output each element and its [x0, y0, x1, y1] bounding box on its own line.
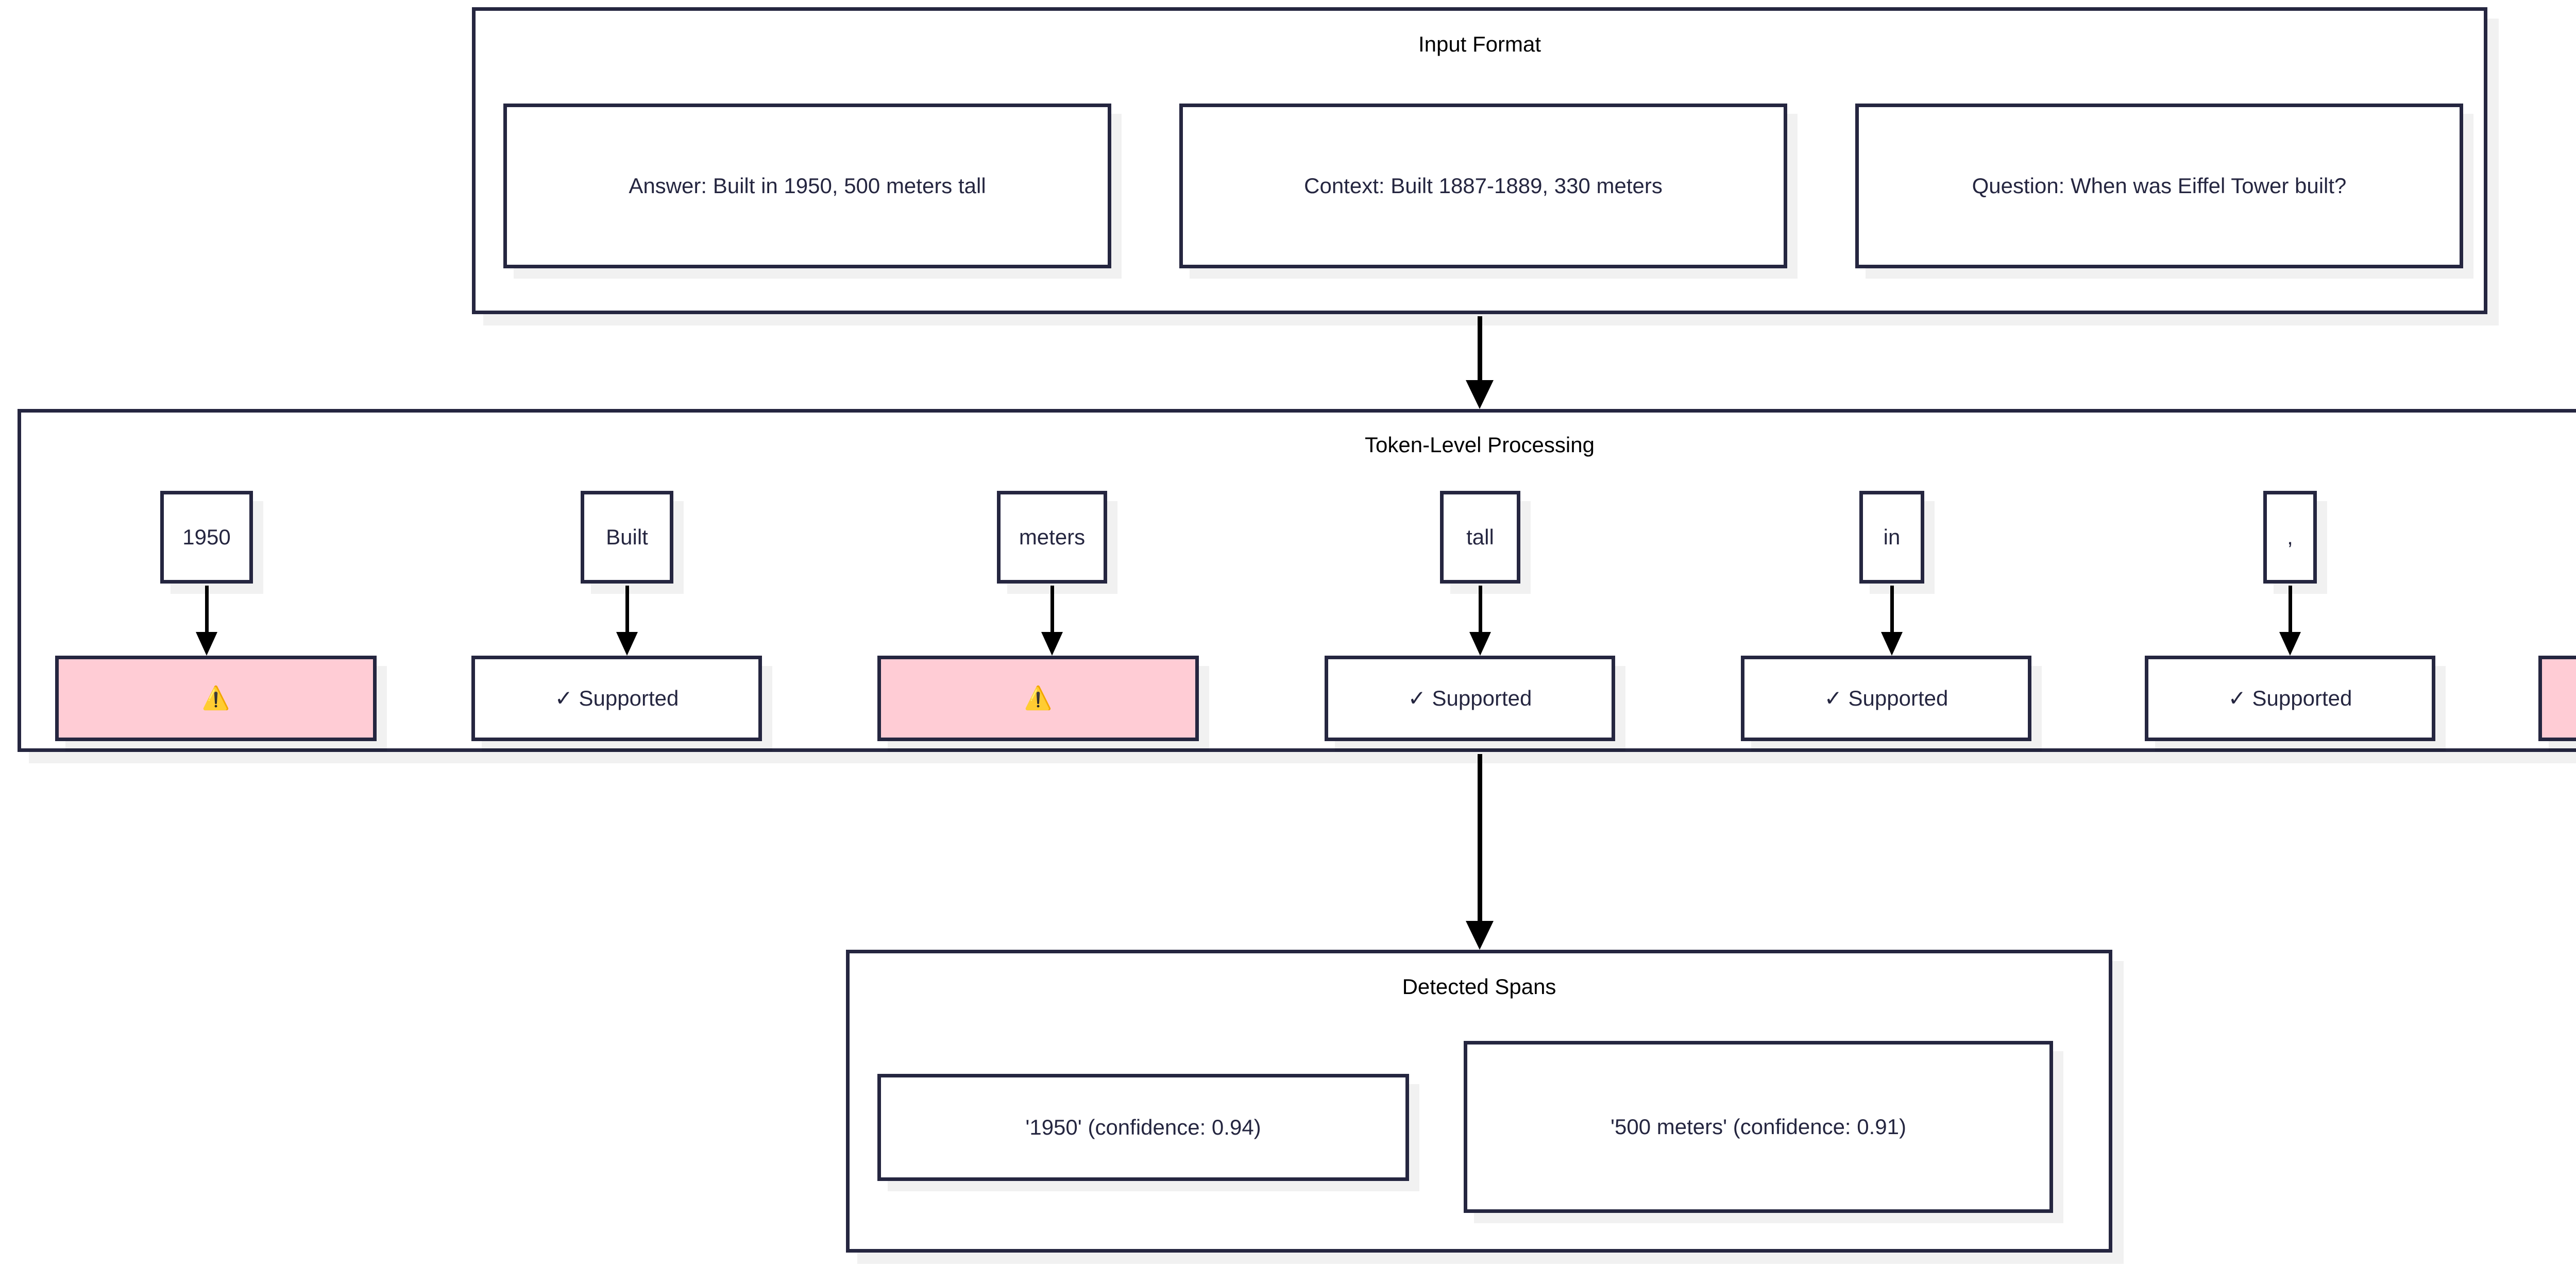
arrow-shaft [1477, 316, 1482, 383]
status-box-tall[interactable]: ✓ Supported [1325, 656, 1615, 741]
arrow-head [1466, 921, 1494, 950]
arrow-token-comma-to-status [2279, 586, 2301, 656]
detected-spans-title: Detected Spans [1402, 974, 1556, 999]
arrow-head [616, 632, 638, 656]
input-card-context[interactable]: Context: Built 1887-1889, 330 meters [1179, 104, 1787, 268]
arrow-token-in-to-status [1880, 586, 1903, 656]
arrow-shaft [1477, 754, 1482, 922]
token-label: meters [1019, 525, 1086, 550]
warning-icon: ⚠️ [201, 685, 230, 711]
arrow-shaft [2288, 586, 2292, 634]
arrow-head [196, 632, 217, 656]
arrow-token-built-to-status [616, 586, 638, 656]
input-format-container: Input Format Answer: Built in 1950, 500 … [472, 7, 2487, 314]
token-box-built[interactable]: Built [581, 491, 673, 584]
arrow-head [1041, 632, 1063, 656]
token-box-1950[interactable]: 1950 [160, 491, 253, 584]
status-label: ✓ Supported [2228, 686, 2352, 711]
status-box-comma[interactable]: ✓ Supported [2145, 656, 2435, 741]
arrow-shaft [1890, 586, 1894, 634]
span-card-1950[interactable]: '1950' (confidence: 0.94) [877, 1074, 1409, 1181]
arrow-head [1881, 632, 1903, 656]
detected-spans-container: Detected Spans '1950' (confidence: 0.94)… [846, 950, 2112, 1253]
status-box-built[interactable]: ✓ Supported [471, 656, 762, 741]
span-card-1950-label: '1950' (confidence: 0.94) [1025, 1115, 1261, 1140]
arrow-head [2279, 632, 2301, 656]
token-label: 1950 [182, 525, 231, 550]
span-card-500-meters[interactable]: '500 meters' (confidence: 0.91) [1464, 1041, 2053, 1213]
token-label: , [2287, 525, 2293, 550]
status-label: ✓ Supported [1824, 686, 1948, 711]
status-label: ✓ Supported [1408, 686, 1532, 711]
status-box-500[interactable]: ⚠️ [2538, 656, 2576, 741]
arrow-head [1466, 380, 1494, 409]
token-box-in[interactable]: in [1859, 491, 1924, 584]
token-processing-container: Token-Level Processing 1950 Built meters… [18, 409, 2576, 752]
arrow-token-meters-to-status [1041, 586, 1063, 656]
arrow-shaft [1478, 586, 1482, 634]
token-label: in [1883, 525, 1901, 550]
arrow-token-1950-to-status [195, 586, 218, 656]
arrow-shaft [205, 586, 209, 634]
token-box-tall[interactable]: tall [1440, 491, 1520, 584]
input-card-question[interactable]: Question: When was Eiffel Tower built? [1855, 104, 2463, 268]
arrow-tokens-to-spans [1465, 754, 1494, 950]
token-label: tall [1466, 525, 1494, 550]
status-box-1950[interactable]: ⚠️ [55, 656, 377, 741]
status-box-meters[interactable]: ⚠️ [877, 656, 1199, 741]
token-box-comma[interactable]: , [2263, 491, 2317, 584]
status-label: ✓ Supported [554, 686, 679, 711]
arrow-head [1469, 632, 1491, 656]
arrow-shaft [625, 586, 629, 634]
arrow-input-to-tokens [1465, 316, 1494, 409]
span-card-500-meters-label: '500 meters' (confidence: 0.91) [1610, 1115, 1906, 1139]
warning-icon: ⚠️ [2549, 687, 2576, 710]
input-card-answer-label: Answer: Built in 1950, 500 meters tall [629, 174, 986, 198]
arrow-token-tall-to-status [1469, 586, 1492, 656]
status-box-in[interactable]: ✓ Supported [1741, 656, 2031, 741]
token-box-meters[interactable]: meters [997, 491, 1107, 584]
input-card-context-label: Context: Built 1887-1889, 330 meters [1304, 174, 1663, 198]
input-card-answer[interactable]: Answer: Built in 1950, 500 meters tall [503, 104, 1111, 268]
input-format-title: Input Format [1418, 32, 1541, 56]
arrow-shaft [1050, 586, 1054, 634]
input-card-question-label: Question: When was Eiffel Tower built? [1972, 174, 2347, 198]
warning-icon: ⚠️ [1024, 685, 1053, 711]
token-processing-title: Token-Level Processing [1365, 433, 1595, 457]
token-label: Built [606, 525, 648, 550]
